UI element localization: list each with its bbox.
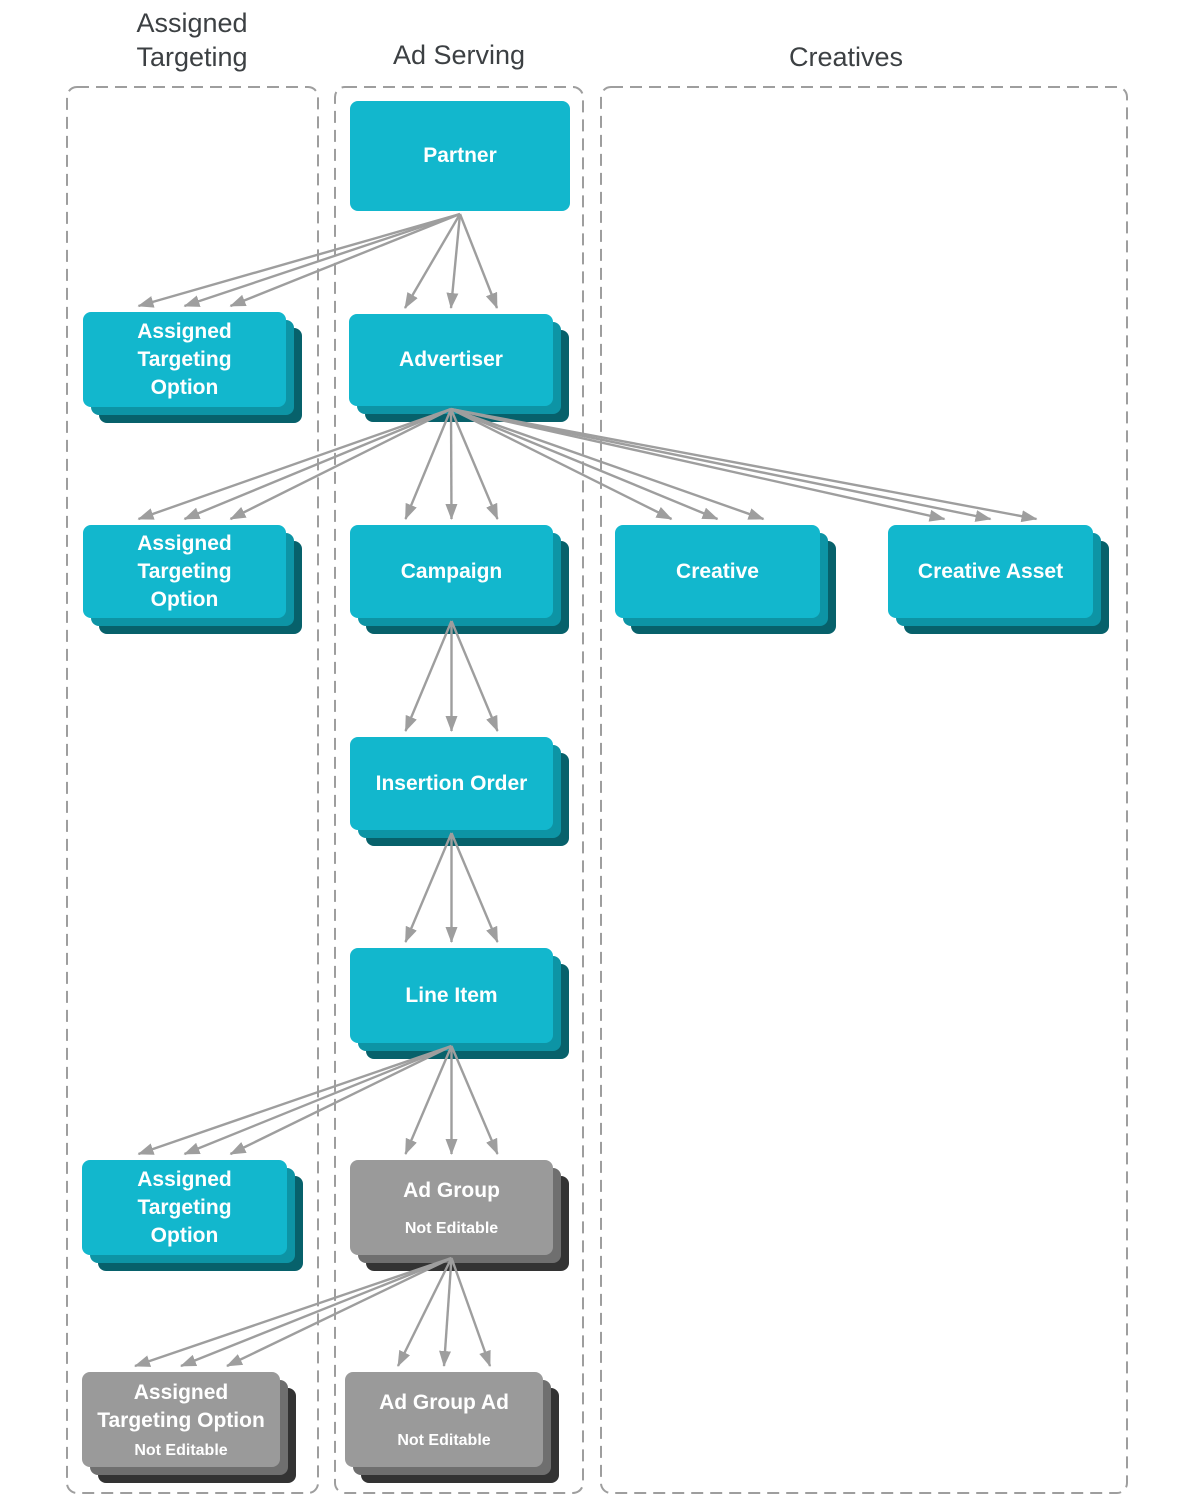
node-label: Insertion Order — [375, 771, 528, 795]
column-box-ad-serving — [334, 86, 584, 1494]
node-label: Campaign — [400, 559, 503, 583]
node-face: Insertion Order — [350, 737, 553, 830]
node-assigned-targeting-option-1: Assigned Targeting Option — [83, 312, 302, 423]
column-title-assigned-targeting: Assigned Targeting — [136, 8, 248, 72]
node-label: Creative Asset — [917, 559, 1064, 583]
node-face: Creative — [615, 525, 820, 618]
node-sublabel: Not Editable — [134, 1441, 228, 1459]
node-face: Ad Group Ad Not Editable — [345, 1372, 543, 1467]
node-label: Assigned Targeting Option — [137, 531, 232, 611]
node-assigned-targeting-option-3: Assigned Targeting Option — [82, 1160, 303, 1271]
node-line-item: Line Item — [350, 948, 569, 1059]
node-label: Assigned Targeting Option — [137, 1167, 232, 1247]
node-face: Assigned Targeting Option — [83, 312, 286, 407]
node-campaign: Campaign — [350, 525, 569, 634]
node-ad-group-ad: Ad Group Ad Not Editable — [345, 1372, 559, 1483]
node-label: Creative — [676, 559, 759, 583]
node-label: Ad Group — [403, 1178, 500, 1202]
node-creative-asset: Creative Asset — [888, 525, 1109, 634]
node-label: Line Item — [405, 983, 498, 1007]
node-assigned-targeting-option-2: Assigned Targeting Option — [83, 525, 302, 634]
node-partner: Partner — [350, 101, 570, 211]
column-box-assigned-targeting — [66, 86, 319, 1494]
node-face: Creative Asset — [888, 525, 1093, 618]
node-face: Campaign — [350, 525, 553, 618]
node-label: Assigned Targeting Option — [137, 319, 232, 399]
node-label: Assigned Targeting Option — [97, 1381, 265, 1433]
node-face: Partner — [350, 101, 570, 211]
node-label: Partner — [423, 144, 497, 167]
column-title-ad-serving: Ad Serving — [392, 40, 526, 70]
node-face: Assigned Targeting Option — [83, 525, 286, 618]
column-box-creatives — [600, 86, 1128, 1494]
node-label: Advertiser — [399, 348, 503, 371]
node-advertiser: Advertiser — [349, 314, 569, 422]
node-sublabel: Not Editable — [404, 1220, 499, 1238]
node-face: Line Item — [350, 948, 553, 1043]
node-face: Assigned Targeting Option — [82, 1160, 287, 1255]
node-sublabel: Not Editable — [397, 1432, 491, 1450]
node-insertion-order: Insertion Order — [350, 737, 569, 846]
node-face: Advertiser — [349, 314, 553, 406]
node-creative: Creative — [615, 525, 836, 634]
node-label: Ad Group Ad — [379, 1390, 509, 1414]
column-title-creatives: Creatives — [788, 42, 904, 72]
